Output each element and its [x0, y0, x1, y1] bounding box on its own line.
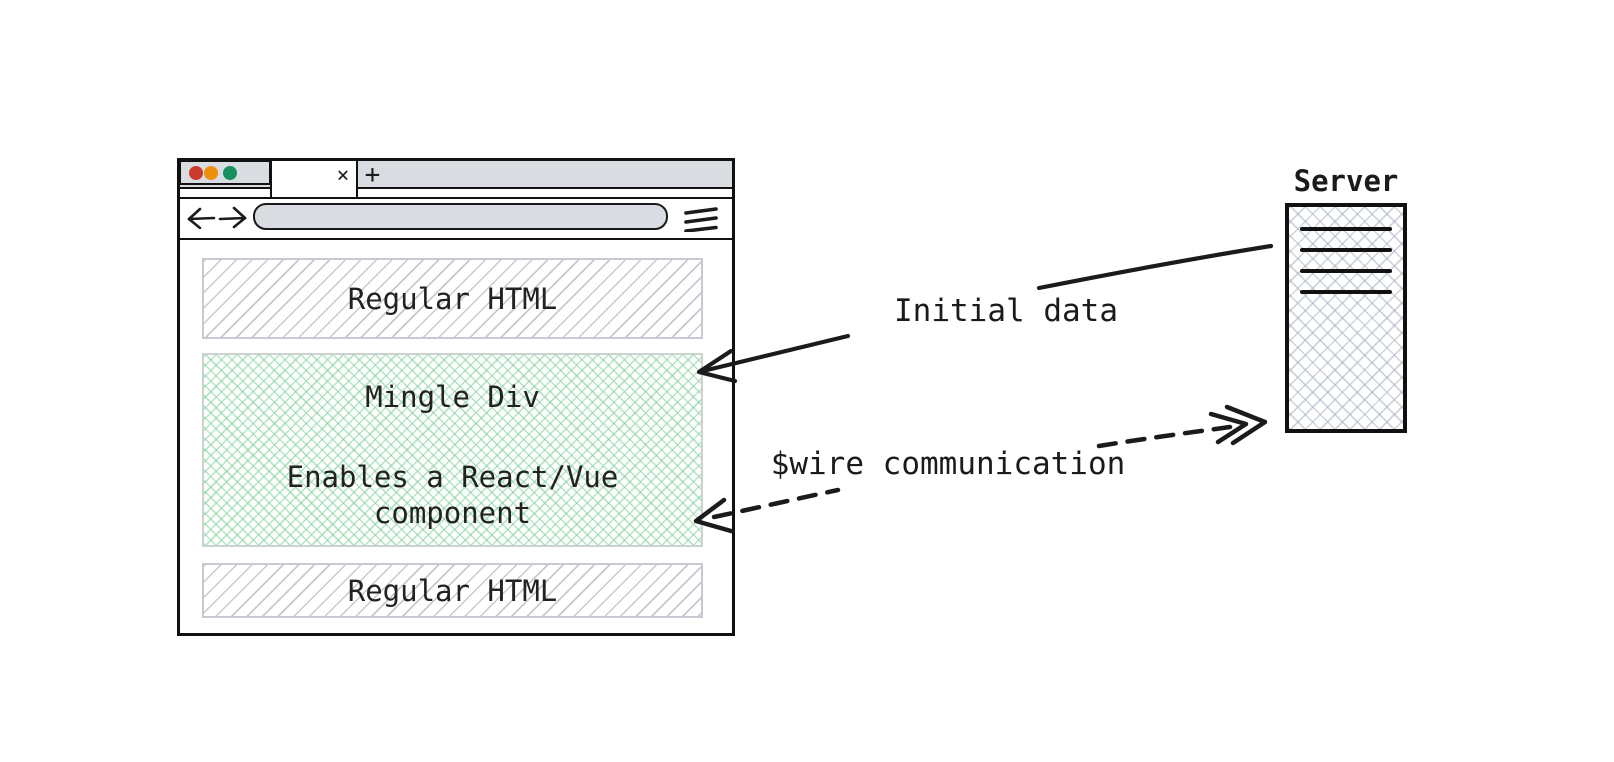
server-box: [1285, 203, 1407, 433]
back-arrow-icon: [186, 207, 216, 232]
window-controls: [179, 160, 271, 185]
server-label: Server: [1293, 164, 1399, 198]
regular-html-block-bottom: Regular HTML: [202, 563, 703, 618]
tab-close-icon[interactable]: ×: [336, 163, 350, 187]
back-button[interactable]: [186, 205, 216, 232]
new-tab-button[interactable]: +: [364, 160, 381, 190]
regular-html-bottom-label: Regular HTML: [347, 573, 558, 608]
regular-html-block-top: Regular HTML: [202, 258, 703, 339]
search-input[interactable]: [253, 203, 668, 230]
mingle-div-title: Mingle Div: [365, 380, 540, 414]
wire-communication-label: $wire communication: [770, 446, 1126, 482]
traffic-light-red-icon[interactable]: [189, 166, 203, 180]
regular-html-top-label: Regular HTML: [347, 281, 558, 316]
navigation-toolbar: [180, 197, 732, 240]
forward-button[interactable]: [218, 205, 248, 229]
mingle-div-description: Enables a React/Vue component: [286, 460, 619, 530]
forward-arrow-icon: [218, 206, 248, 232]
traffic-light-orange-icon[interactable]: [204, 166, 218, 180]
server-slot-line: [1300, 248, 1392, 252]
menu-button[interactable]: [684, 204, 718, 235]
tab-bar: +: [179, 160, 732, 190]
browser-window: + ×: [177, 158, 735, 636]
server-slot-line: [1300, 269, 1392, 273]
server-slot-line: [1300, 227, 1392, 231]
initial-data-label: Initial data: [894, 293, 1118, 329]
traffic-light-green-icon[interactable]: [223, 166, 237, 180]
active-tab[interactable]: ×: [270, 161, 358, 197]
server-slot-line: [1300, 290, 1392, 294]
hamburger-menu-icon: [684, 207, 718, 235]
mingle-div-block: Mingle Div Enables a React/Vue component: [202, 353, 703, 547]
